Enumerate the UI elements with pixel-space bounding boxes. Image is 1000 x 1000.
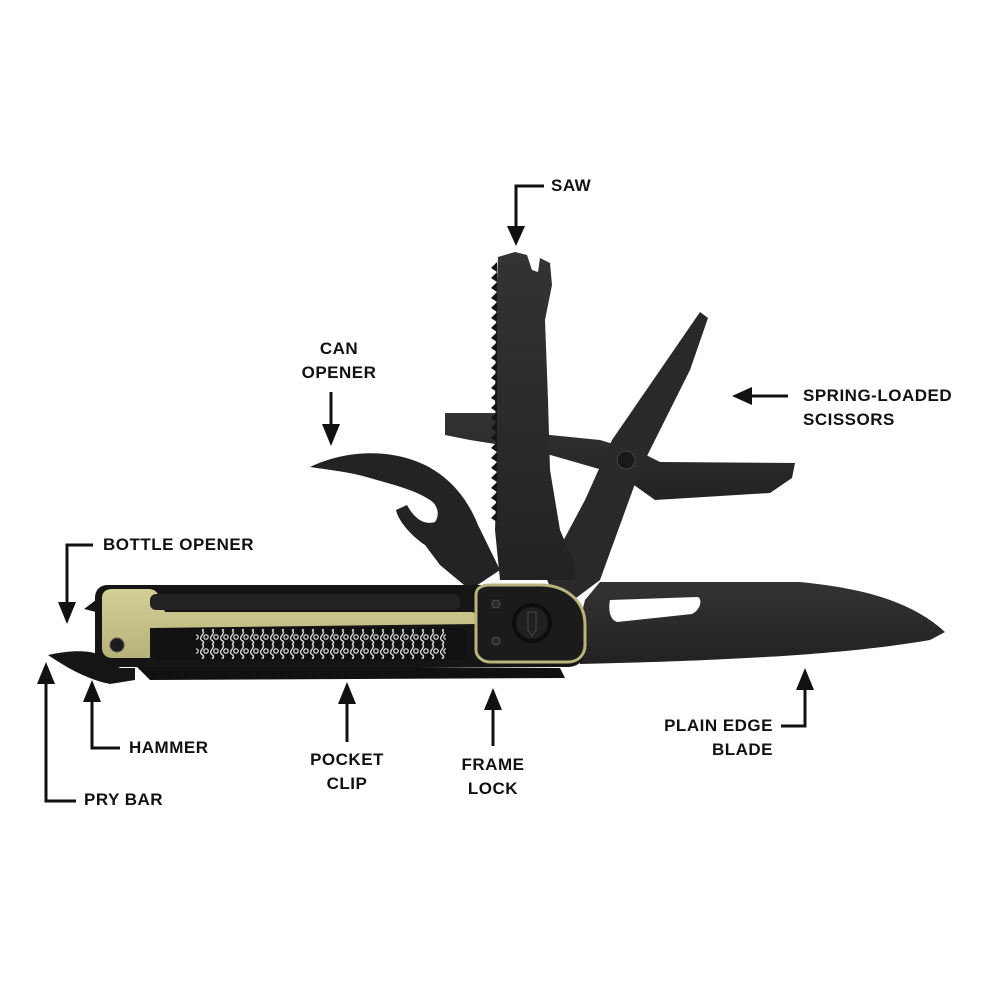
can-opener-label-line2: OPENER — [301, 363, 377, 382]
can-opener-label: CAN OPENER — [294, 337, 384, 385]
hammer-arrow — [90, 698, 120, 750]
blade-label-line1: PLAIN EDGE — [664, 716, 773, 735]
pry-bar-hammer — [48, 600, 135, 684]
pocket-clip-label-line1: POCKET — [310, 750, 384, 769]
pry-bar-label: PRY BAR — [84, 788, 163, 812]
pocket-clip-label-line2: CLIP — [326, 774, 368, 793]
arrow-heads — [37, 226, 814, 710]
frame-lock-label-line2: LOCK — [467, 779, 519, 798]
can-opener-label-line1: CAN — [319, 339, 359, 358]
hammer-arrowhead — [83, 680, 101, 702]
frame-lock-label-line1: FRAME — [461, 755, 525, 774]
scissors-label: SPRING-LOADED SCISSORS — [803, 384, 952, 432]
scissors-label-line1: SPRING-LOADED — [803, 386, 953, 405]
scissors-label-line2: SCISSORS — [803, 410, 895, 429]
pry-bar-label-text: PRY BAR — [84, 790, 164, 809]
saw — [491, 252, 575, 580]
blade-arrow — [781, 686, 807, 728]
bottle-opener-arrowhead — [58, 602, 76, 624]
pry-bar-arrow — [44, 680, 76, 803]
bottle-opener-label-text: BOTTLE OPENER — [103, 535, 255, 554]
scissors-arrowhead — [732, 387, 752, 405]
plain-edge-blade — [575, 582, 945, 664]
callout-arrows — [44, 184, 807, 803]
hammer-label-text: HAMMER — [129, 738, 209, 757]
saw-arrowhead — [507, 226, 525, 246]
blade-label-line2: BLADE — [711, 740, 773, 759]
can-opener — [310, 453, 500, 590]
saw-arrow — [514, 184, 544, 230]
frame-lock-label: FRAME LOCK — [448, 753, 538, 801]
can-opener-arrowhead — [322, 424, 340, 446]
saw-label-text: SAW — [551, 176, 592, 195]
handle — [95, 583, 587, 680]
pry-bar-arrowhead — [37, 662, 55, 684]
bottle-opener-label: BOTTLE OPENER — [103, 533, 254, 557]
pocket-clip-arrowhead — [338, 682, 356, 704]
pocket-clip-label: POCKET CLIP — [302, 748, 392, 796]
bottle-opener-arrow — [65, 543, 93, 606]
hammer-label: HAMMER — [129, 736, 209, 760]
frame-lock-arrowhead — [484, 688, 502, 710]
blade-label: PLAIN EDGE BLADE — [640, 714, 773, 762]
blade-arrowhead — [796, 668, 814, 690]
saw-label: SAW — [551, 174, 591, 198]
